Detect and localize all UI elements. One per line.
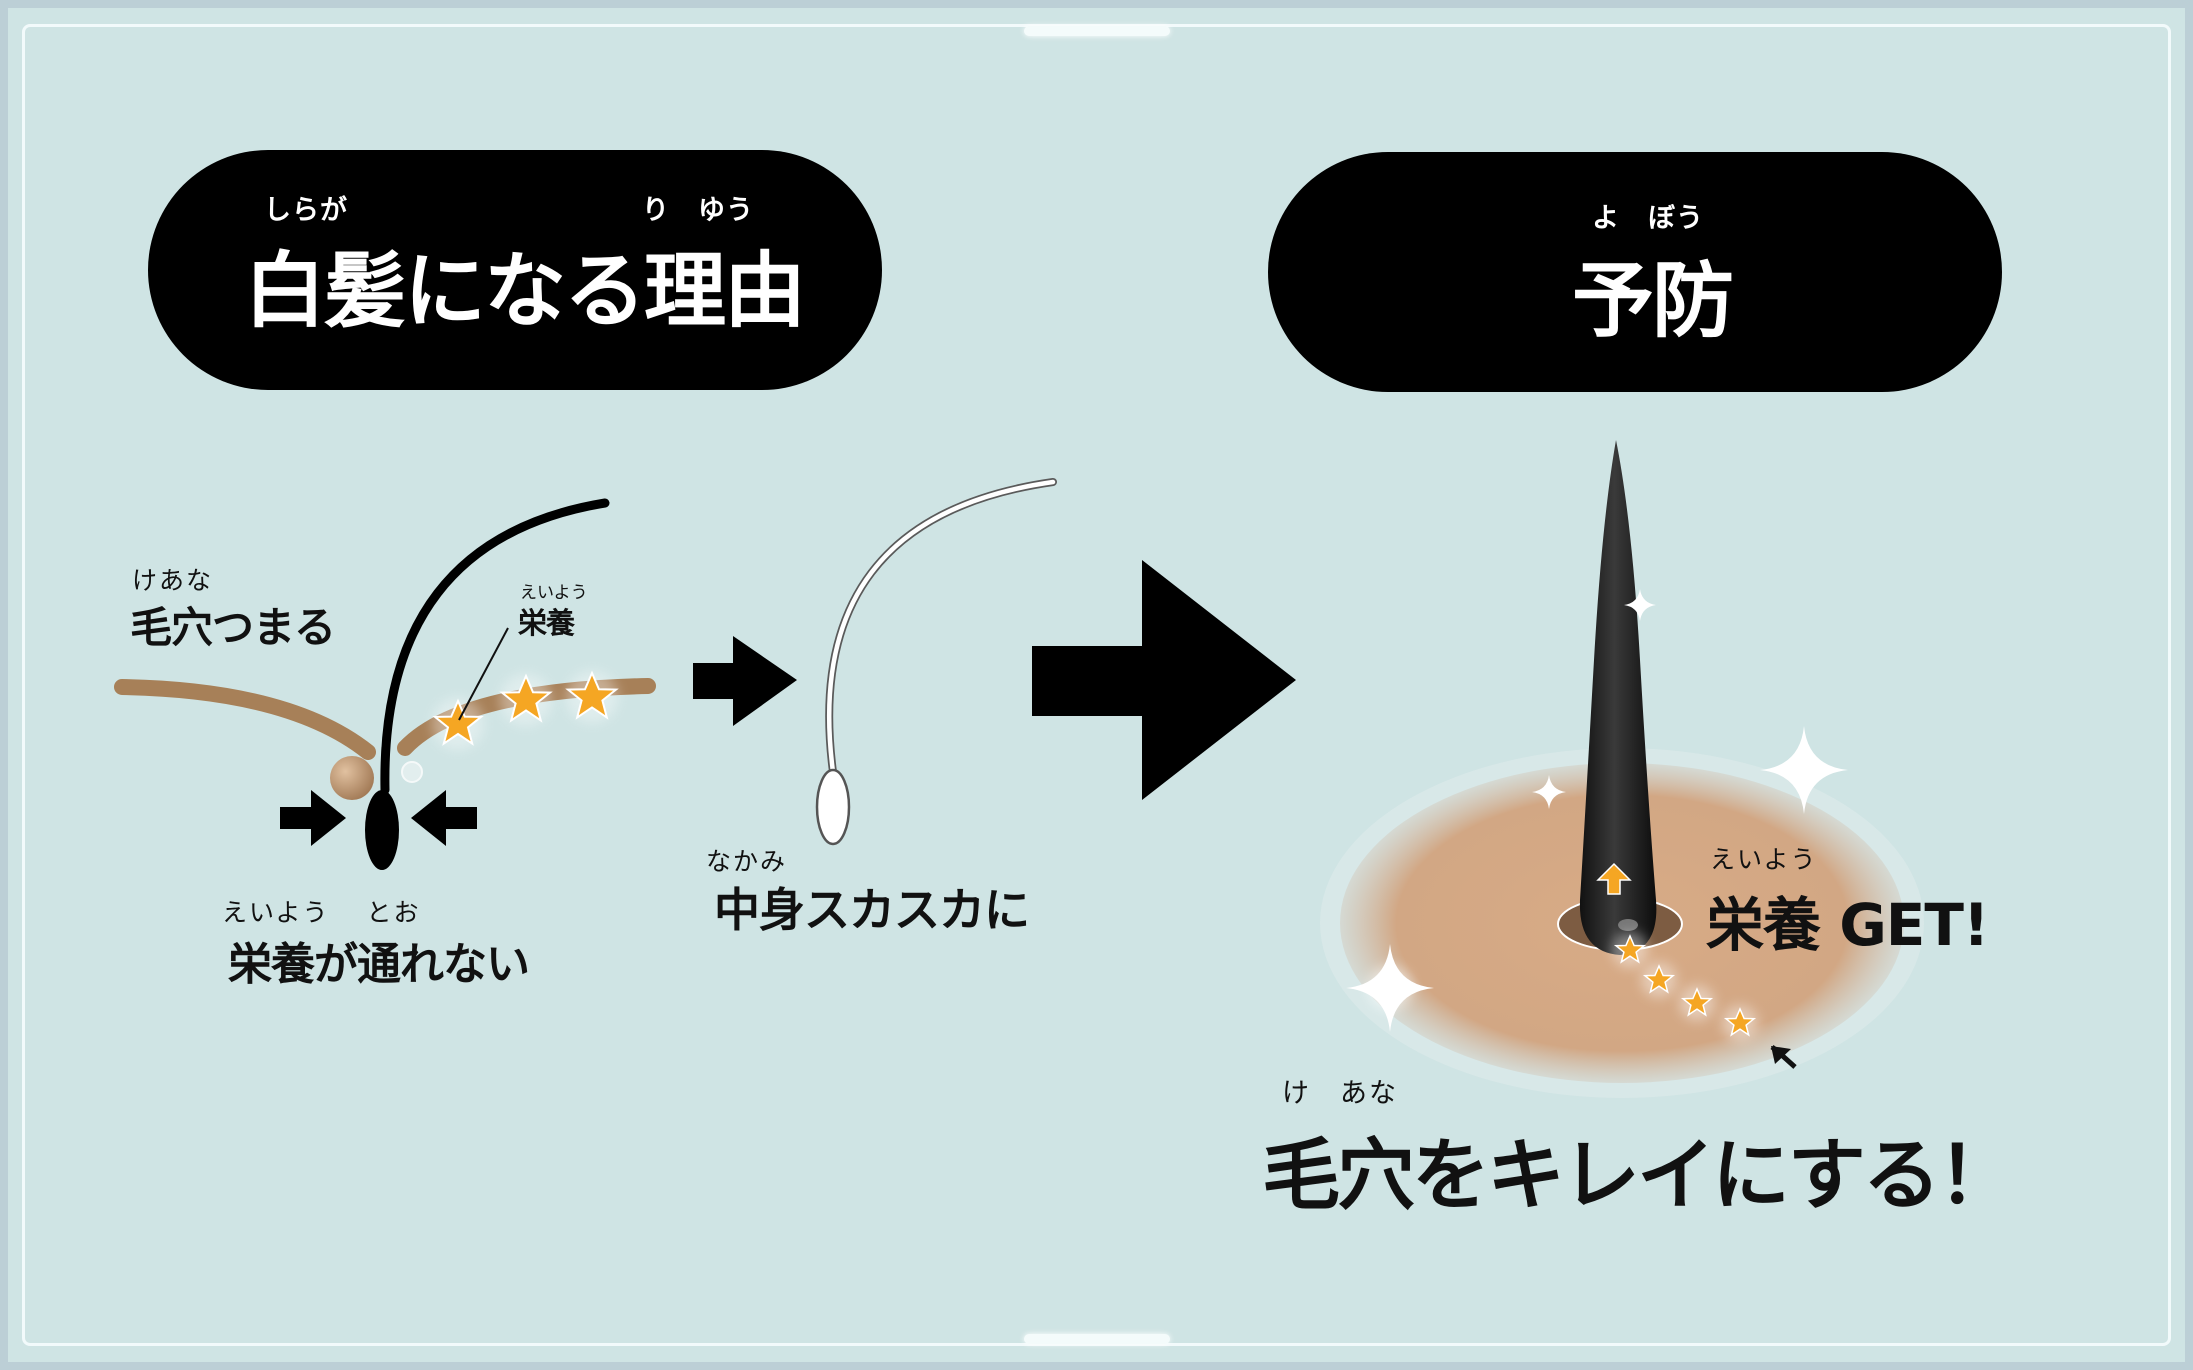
hair-root-shine	[1618, 919, 1638, 931]
arrow-right-icon	[280, 790, 346, 846]
reason-title: 白髪になる理由	[244, 244, 806, 339]
label-nutrition: 栄養	[518, 606, 575, 640]
skin-left-line	[114, 679, 376, 760]
label-nutrition-get: 栄養 GET!	[1706, 891, 1989, 959]
label-clean-pores: 毛穴をキレイにする！	[1262, 1131, 2016, 1221]
white-hair-strand	[825, 478, 1057, 776]
white-hair-bulb	[815, 768, 851, 846]
label-pore-clogged: 毛穴つまる	[130, 603, 336, 652]
reason-title-pill: しらが り ゆう 白髪になる理由	[148, 150, 882, 390]
frame-tab-top	[1024, 26, 1170, 36]
prevention-title-pill: よ ぼう 予防	[1268, 152, 2002, 392]
sparkle-icon	[1624, 589, 1656, 621]
sparkle-icon	[1532, 775, 1566, 809]
title-ruby-yobou: よ ぼう	[1592, 203, 1704, 234]
star-icon	[565, 670, 619, 723]
ruby-nakami: なかみ	[706, 847, 788, 876]
arrow-left-icon	[411, 790, 477, 846]
ruby-keana: けあな	[132, 566, 214, 595]
title-ruby-riyuu: り ゆう	[642, 195, 754, 226]
star-icon	[499, 673, 553, 726]
nutrition-leader-line	[458, 627, 509, 721]
ruby-keana-right: け あな	[1282, 1078, 1398, 1109]
arrow-right-icon	[1032, 560, 1296, 800]
ruby-eiyou-too: えいよう とお	[222, 898, 421, 927]
title-ruby-shiraga: しらが	[264, 195, 348, 226]
star-icon	[1679, 985, 1715, 1021]
frame-tab-bottom	[1024, 1334, 1170, 1344]
pore-bubble	[401, 761, 423, 783]
prevention-title: 予防	[1572, 254, 1734, 349]
ruby-eiyou-small: えいよう	[520, 583, 588, 603]
inner-frame	[22, 24, 2171, 1346]
sparkle-icon	[1346, 944, 1434, 1032]
pore-plug	[330, 756, 374, 800]
star-icon	[1722, 1005, 1758, 1041]
ruby-eiyou-get: えいよう	[1710, 845, 1818, 874]
arrow-up-icon	[1596, 862, 1632, 895]
star-icon	[1641, 962, 1677, 998]
hair-bulb	[365, 790, 399, 870]
healthy-black-hair	[1579, 440, 1657, 955]
star-icon	[432, 698, 484, 750]
arrow-right-icon	[693, 636, 797, 726]
sparkle-icon	[1760, 726, 1848, 814]
label-hollow: 中身スカスカに	[714, 883, 1030, 937]
black-hair-strand	[380, 498, 610, 795]
star-icon	[1612, 932, 1648, 968]
label-nutrition-blocked: 栄養が通れない	[228, 939, 530, 990]
